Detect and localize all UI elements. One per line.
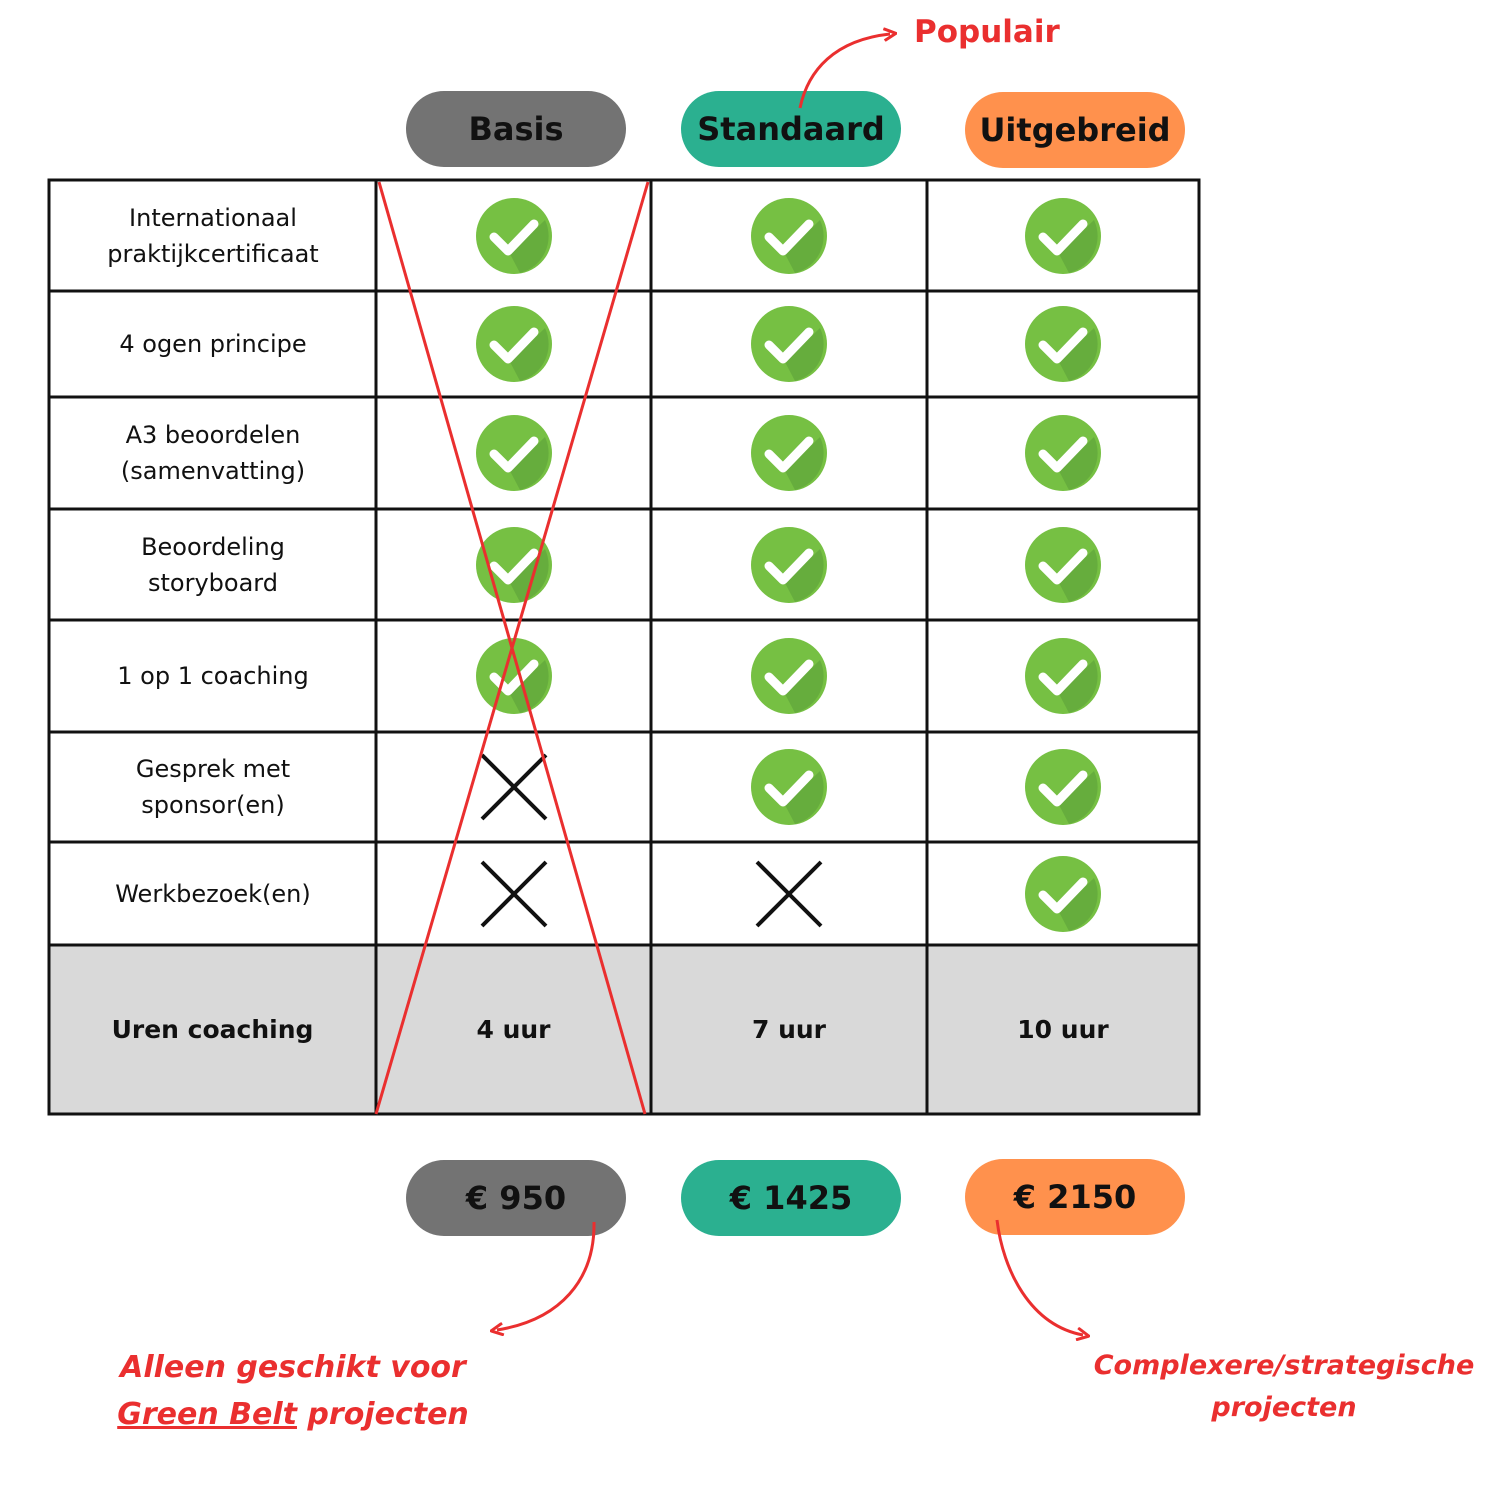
price-value-basis: € 950 [465,1179,567,1217]
feature-label: 1 op 1 coaching [117,662,309,690]
check-icon [751,415,827,491]
check-icon [1025,749,1101,825]
cross-icon [480,860,547,927]
populair-label: Populair [914,14,1060,50]
cross-icon [755,860,823,927]
price-uitgebreid: € 2150 [965,1159,1185,1235]
check-icon [751,749,827,825]
plan-header-uitgebreid: Uitgebreid [965,92,1185,168]
check-icon [475,197,552,274]
check-icon [475,526,552,603]
feature-label: Beoordeling storyboard [141,532,285,597]
basis-note-line1: Alleen geschikt voor [120,1350,466,1385]
price-basis: € 950 [406,1160,626,1236]
feature-label: Gesprek met sponsor(en) [135,755,291,819]
feature-label: 4 ogen principe [119,330,307,358]
basis-note: Alleen geschikt voor Green Belt projecte… [108,1345,478,1438]
check-icon [751,526,827,603]
uitgebreid-note: Complexere/strategische projecten [1080,1345,1488,1429]
check-icon [1025,526,1101,603]
feature-label: Werkbezoek(en) [115,879,311,908]
plan-header-basis: Basis [406,91,626,167]
cross-icon [480,753,547,821]
basis-note-rest: projecten [296,1396,469,1432]
feature-label: A3 beoordelen (samenvatting) [120,421,306,485]
check-icon [751,306,827,382]
price-value-standaard: € 1425 [729,1179,853,1217]
hours-value-basis: 4 uur [476,1015,551,1044]
check-icon [1025,306,1101,382]
price-standaard: € 1425 [681,1160,901,1236]
feature-label: Internationaal praktijkcertificaat [107,203,319,268]
check-icon [475,638,552,714]
plan-name-uitgebreid: Uitgebreid [979,111,1171,149]
plan-name-basis: Basis [468,110,564,148]
check-icon [1025,638,1101,714]
uitgebreid-note-line2: projecten [1211,1391,1357,1423]
price-value-uitgebreid: € 2150 [1013,1178,1137,1216]
plan-name-standaard: Standaard [697,110,885,148]
uitgebreid-note-line1: Complexere/strategische [1093,1350,1475,1381]
check-icon [475,415,552,491]
plan-header-standaard: Standaard [681,91,901,167]
hours-row-label: Uren coaching [111,1015,314,1044]
hours-value-standaard: 7 uur [751,1015,827,1044]
hours-value-uitgebreid: 10 uur [1017,1015,1109,1044]
check-icon [1025,415,1101,491]
check-icon [1025,197,1101,274]
check-icon [751,197,827,274]
check-icon [475,306,552,382]
green-belt-text: Green Belt [117,1396,297,1432]
check-icon [1025,855,1101,932]
check-icon [751,638,827,714]
basis-note-line2: Green Belt projecten [108,1392,478,1439]
